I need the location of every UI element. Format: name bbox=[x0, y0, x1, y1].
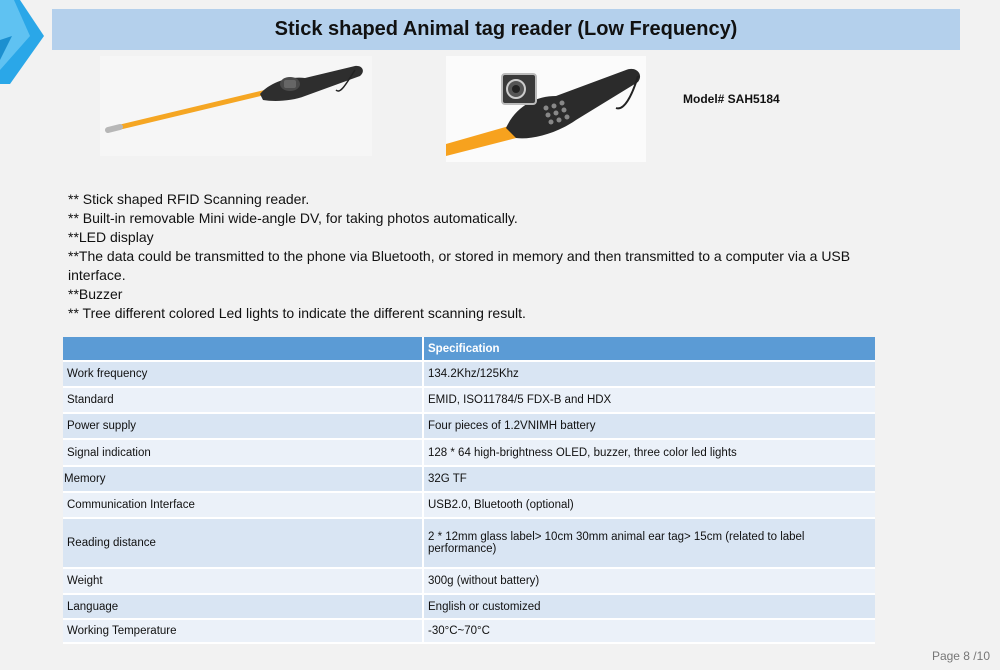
spec-label: Language bbox=[63, 594, 424, 620]
title-bar: Stick shaped Animal tag reader (Low Freq… bbox=[52, 9, 960, 50]
spec-label: Memory bbox=[63, 466, 424, 493]
spec-value: Four pieces of 1.2VNIMH battery bbox=[423, 413, 875, 440]
feature-item: ** Tree different colored Led lights to … bbox=[68, 305, 526, 321]
spec-label: Standard bbox=[63, 387, 424, 414]
table-row: Communication Interface USB2.0, Bluetoot… bbox=[63, 492, 875, 519]
spec-label: Working Temperature bbox=[63, 619, 424, 644]
spec-value: 300g (without battery) bbox=[423, 568, 875, 595]
table-row: Memory 32G TF bbox=[63, 466, 875, 493]
feature-item: **LED display bbox=[68, 229, 154, 245]
spec-label: Power supply bbox=[63, 413, 424, 440]
spec-value: 134.2Khz/125Khz bbox=[423, 361, 875, 388]
corner-decoration bbox=[0, 0, 44, 90]
spec-value: -30°C~70°C bbox=[423, 619, 875, 644]
spec-label: Weight bbox=[63, 568, 424, 595]
spec-value: USB2.0, Bluetooth (optional) bbox=[423, 492, 875, 519]
table-row: Power supply Four pieces of 1.2VNIMH bat… bbox=[63, 413, 875, 440]
table-row: Working Temperature -30°C~70°C bbox=[63, 619, 875, 644]
spec-label: Communication Interface bbox=[63, 492, 424, 519]
feature-item: **The data could be transmitted to the p… bbox=[68, 248, 851, 283]
table-row: Work frequency 134.2Khz/125Khz bbox=[63, 361, 875, 388]
table-row: Signal indication 128 * 64 high-brightne… bbox=[63, 439, 875, 467]
header-specification: Specification bbox=[423, 337, 875, 362]
feature-list: ** Stick shaped RFID Scanning reader. **… bbox=[68, 190, 898, 323]
feature-item: ** Stick shaped RFID Scanning reader. bbox=[68, 191, 310, 207]
table-row: Reading distance 2 * 12mm glass label> 1… bbox=[63, 518, 875, 569]
specification-table: Specification Work frequency 134.2Khz/12… bbox=[63, 337, 875, 644]
reader-stick-image bbox=[100, 56, 372, 156]
feature-item: ** Built-in removable Mini wide-angle DV… bbox=[68, 210, 518, 226]
page-number: Page 8 /10 bbox=[931, 649, 990, 663]
spec-label: Signal indication bbox=[63, 439, 424, 467]
reader-camera-closeup-image bbox=[446, 56, 646, 162]
table-row: Weight 300g (without battery) bbox=[63, 568, 875, 595]
header-empty-cell bbox=[63, 337, 424, 362]
spec-value: 128 * 64 high-brightness OLED, buzzer, t… bbox=[423, 439, 875, 467]
spec-value: 2 * 12mm glass label> 10cm 30mm animal e… bbox=[423, 518, 875, 569]
feature-item: **Buzzer bbox=[68, 286, 123, 302]
spec-label: Work frequency bbox=[63, 361, 424, 388]
spec-value: EMID, ISO11784/5 FDX-B and HDX bbox=[423, 387, 875, 414]
page-title: Stick shaped Animal tag reader (Low Freq… bbox=[274, 18, 738, 40]
spec-value: 32G TF bbox=[423, 466, 875, 493]
table-row: Standard EMID, ISO11784/5 FDX-B and HDX bbox=[63, 387, 875, 414]
spec-label: Reading distance bbox=[63, 518, 424, 569]
spec-value: English or customized bbox=[423, 594, 875, 620]
table-header-row: Specification bbox=[63, 337, 875, 362]
table-row: Language English or customized bbox=[63, 594, 875, 620]
model-number: Model# SAH5184 bbox=[683, 92, 780, 106]
